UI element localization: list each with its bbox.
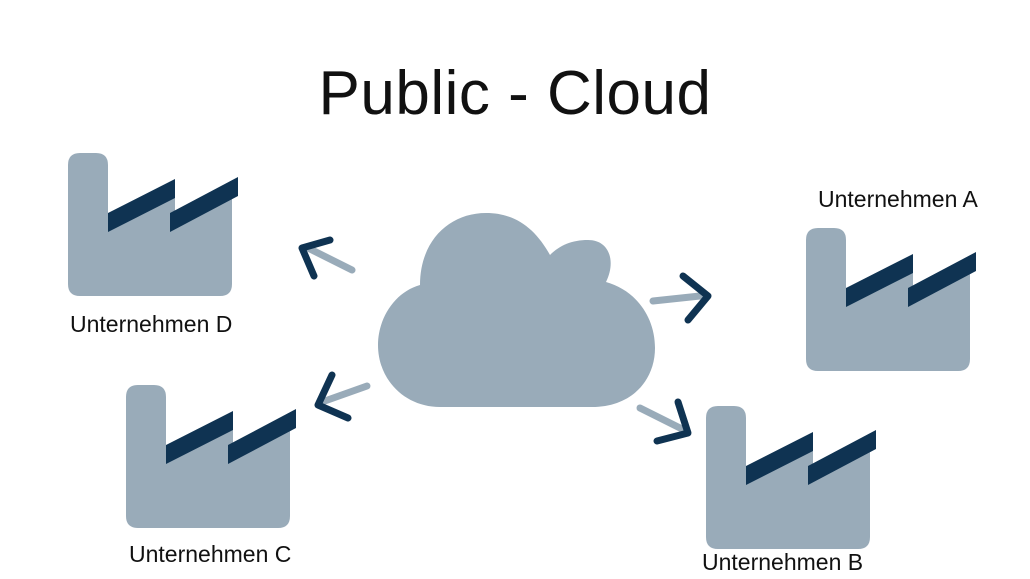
arrow-down-left-icon bbox=[314, 371, 371, 422]
arrow-down-right-icon bbox=[636, 398, 692, 445]
factory-icon-a bbox=[806, 228, 976, 371]
page-title: Public - Cloud bbox=[318, 59, 712, 128]
arrow-right-icon bbox=[649, 272, 712, 324]
factory-icon-d bbox=[68, 153, 238, 296]
company-label-a: Unternehmen A bbox=[818, 186, 978, 212]
factory-icon-b bbox=[706, 406, 876, 549]
company-label-c: Unternehmen C bbox=[129, 541, 292, 567]
arrow-up-left-icon bbox=[298, 236, 356, 280]
factory-icon-c bbox=[126, 385, 296, 528]
cloud-icon bbox=[378, 213, 655, 407]
company-label-d: Unternehmen D bbox=[70, 311, 233, 337]
company-label-b: Unternehmen B bbox=[702, 549, 864, 575]
